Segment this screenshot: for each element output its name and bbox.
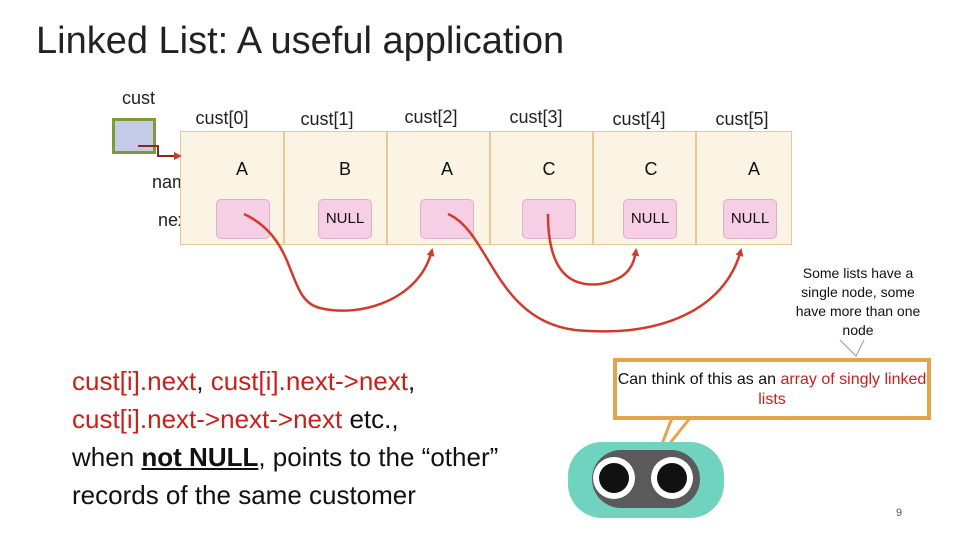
expr-next: cust[i].next — [72, 366, 197, 396]
index-label: cust[1] — [300, 109, 354, 129]
name-value: A — [215, 150, 269, 188]
when-text: when — [72, 442, 142, 472]
note-text: Some lists have a single node, some have… — [788, 264, 928, 340]
next-pointer-box: NULL — [623, 199, 677, 239]
callout-box: Can think of this as an array of singly … — [613, 358, 931, 420]
points-text: , points to the “other” — [258, 442, 499, 472]
name-value: C — [624, 150, 678, 188]
name-value: A — [420, 150, 474, 188]
next-pointer-box: NULL — [318, 199, 372, 239]
callout-highlight: array of singly linked lists — [758, 371, 927, 408]
index-label: cust[0] — [195, 108, 249, 128]
robot-eyes-icon — [568, 442, 724, 518]
next-arrow — [243, 212, 435, 312]
separator: , — [408, 366, 416, 396]
expr-next-next-next: cust[i].next->next->next — [72, 404, 343, 434]
cust-label: cust — [122, 88, 156, 108]
next-arrow — [546, 213, 640, 286]
expr-next-next: cust[i].next->next — [210, 366, 408, 396]
next-arrow — [447, 212, 744, 333]
etc-text: etc., — [342, 404, 399, 434]
index-label: cust[2] — [404, 107, 458, 127]
next-pointer-box — [420, 199, 474, 239]
name-value: A — [727, 150, 781, 188]
index-label: cust[5] — [715, 109, 769, 129]
index-label: cust[3] — [509, 107, 563, 127]
records-text: records of the same customer — [72, 480, 416, 510]
callout-text: Can think of this as an — [617, 371, 781, 388]
name-value: C — [522, 150, 576, 188]
separator: , — [196, 366, 211, 396]
cust-arrow — [138, 145, 182, 160]
index-label: cust[4] — [612, 109, 666, 129]
page-number: 9 — [896, 507, 903, 519]
name-value: B — [318, 150, 372, 188]
next-pointer-box: NULL — [723, 199, 777, 239]
explanation-text: cust[i].next, cust[i].next->next, cust[i… — [72, 362, 498, 514]
page-title: Linked List: A useful application — [36, 20, 565, 62]
not-null-emphasis: not NULL — [141, 442, 259, 472]
cust-pointer-box — [112, 118, 156, 154]
next-pointer-box — [216, 199, 270, 239]
